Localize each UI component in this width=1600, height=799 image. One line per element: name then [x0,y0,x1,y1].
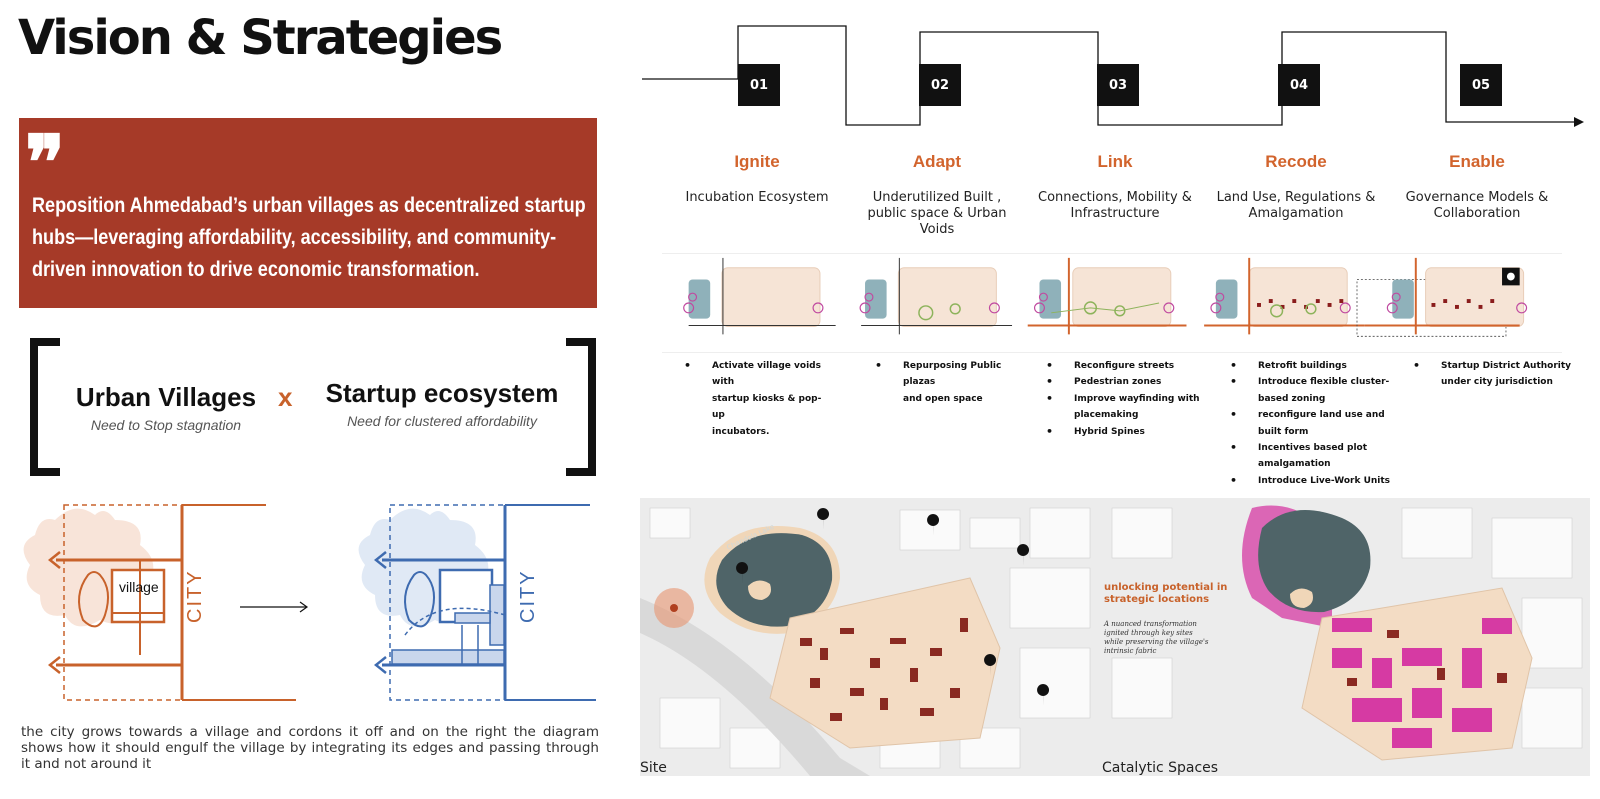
bullet-item: Reconfigure streets [1046,358,1206,375]
step-number-04: 04 [1278,64,1320,106]
urban-villages-subtitle: Need to Stop stagnation [90,417,242,433]
diagram-city-cordons-village: village CITY [23,504,296,701]
concept-equation: Urban Villages Need to Stop stagnation x… [30,338,596,476]
strategy-description: Land Use, Regulations & Amalgamation [1216,190,1376,221]
urban-villages-block: Urban Villages Need to Stop stagnation [72,382,260,433]
times-operator: x [278,382,293,412]
link-bullets: Reconfigure streets Pedestrian zones Imp… [1046,358,1206,440]
bullet-item: Pedestrian zones [1046,374,1206,391]
enable-mini-diagram [1356,257,1528,337]
bullet-item: Retrofit buildings [1230,358,1400,375]
page-title: Vision & Strategies [18,10,503,66]
strategy-description: Governance Models & Collaboration [1405,190,1549,221]
adapt-mini-diagram [859,257,1013,335]
strategy-description: Incubation Ecosystem [685,190,829,205]
link-mini-diagram [1027,257,1187,335]
ignite-mini-diagram [683,257,836,335]
arrow-right-icon [299,601,309,613]
strategy-name: Adapt [912,152,962,171]
city-label-right: CITY [517,569,539,623]
recode-bullets: Retrofit buildings Introduce flexible cl… [1230,358,1400,490]
catalytic-map-label: Catalytic Spaces [1102,760,1219,776]
catalytic-spaces-map [1102,498,1590,776]
strategy-name: Enable [1449,152,1505,171]
startup-ecosystem-block: Startup ecosystem Need for clustered aff… [322,378,562,429]
strategy-diagram-strip [662,253,1562,353]
strategy-adapt: Adapt Underutilized Built , public space… [852,152,1022,238]
step-number-01: 01 [738,64,780,106]
bullet-item: Hybrid Spines [1046,424,1206,441]
recode-mini-diagram [1204,257,1365,335]
quote-mark-icon: ❞ [25,120,65,206]
step-number-02: 02 [919,64,961,106]
strategy-description: Underutilized Built , public space & Urb… [867,190,1007,237]
left-bracket [30,338,60,476]
map-pin-icons [736,508,1050,706]
strategy-name: Recode [1265,152,1327,171]
strategy-name: Ignite [734,152,780,171]
strategy-enable: Enable Governance Models & Collaboration [1392,152,1562,222]
city-label-left: CITY [184,569,206,623]
step-number-03: 03 [1097,64,1139,106]
village-city-diagrams: village CITY CITY [23,504,596,701]
strategy-description: Connections, Mobility & Infrastructure [1038,190,1192,221]
timeline-arrowhead-icon [1574,117,1584,127]
strategy-timeline [642,25,1584,127]
strategy-ignite: Ignite Incubation Ecosystem [672,152,842,206]
urban-villages-heading: Urban Villages [75,382,257,412]
diagram-caption: the city grows towards a village and cor… [21,724,599,772]
bullet-item: Introduce flexible cluster-based zoning [1230,374,1400,407]
site-map-label: Site [640,760,667,776]
strategy-link: Link Connections, Mobility & Infrastruct… [1030,152,1200,222]
step-number-05: 05 [1460,64,1502,106]
map-note-title: unlocking potential in strategic locatio… [1104,582,1228,605]
right-bracket [566,338,596,476]
village-label: village [119,579,159,595]
strategy-name: Link [1097,152,1133,171]
site-map: Chandola Lake [640,498,1102,776]
bullet-item: Introduce Live-Work Units [1230,473,1400,490]
vision-statement: Reposition Ahmedabad’s urban villages as… [32,194,586,281]
diagram-city-engulfs-village: CITY [358,504,596,701]
startup-ecosystem-subtitle: Need for clustered affordability [347,413,537,429]
strategy-recode: Recode Land Use, Regulations & Amalgamat… [1211,152,1381,222]
startup-ecosystem-heading: Startup ecosystem [325,378,559,408]
vision-quote-box: ❞ Reposition Ahmedabad’s urban villages … [19,118,597,308]
map-note-body: A nuanced transformation ignited through… [1104,620,1209,655]
